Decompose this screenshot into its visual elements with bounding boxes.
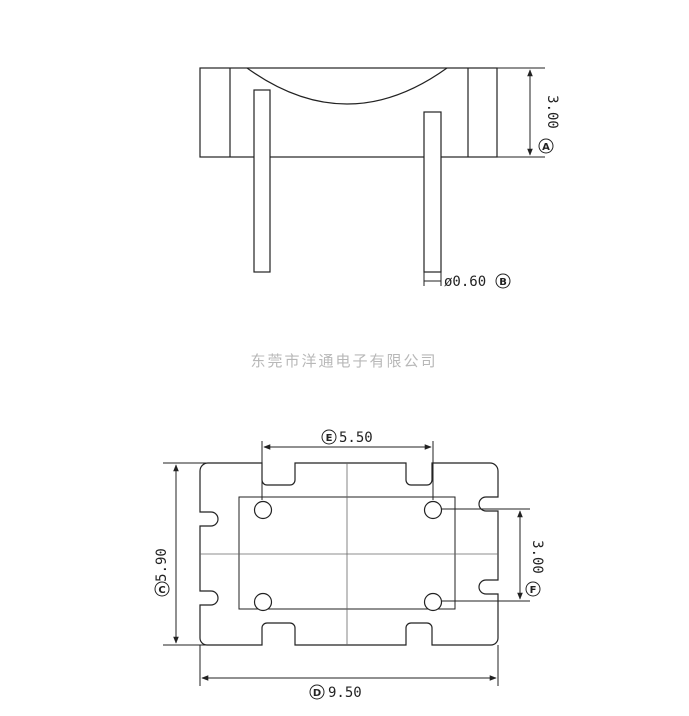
pin-hole-top-right bbox=[423, 500, 443, 520]
top-height-label: 5.90 bbox=[154, 548, 170, 582]
side-height-dimension bbox=[497, 67, 545, 158]
circle-letter-d: D bbox=[309, 684, 325, 700]
side-left-pin bbox=[253, 89, 271, 273]
pin-spacing-y-label: 3.00 bbox=[529, 540, 545, 574]
pin-diameter-dimension bbox=[423, 272, 442, 286]
side-right-pin bbox=[423, 111, 442, 273]
top-center-lines bbox=[200, 463, 498, 645]
circle-letter-c: C bbox=[154, 581, 170, 597]
side-view bbox=[199, 67, 498, 273]
pin-hole-bottom-left bbox=[253, 592, 273, 612]
svg-text:E: E bbox=[326, 433, 333, 444]
top-body-outline bbox=[199, 462, 499, 646]
circle-letter-b: B bbox=[495, 273, 511, 289]
circle-letter-e: E bbox=[321, 429, 337, 445]
pin-diameter-value: ø0.60 bbox=[444, 274, 486, 290]
svg-text:F: F bbox=[530, 585, 537, 596]
pin-spacing-y-value: 3.00 bbox=[529, 540, 545, 574]
svg-text:C: C bbox=[158, 585, 165, 596]
svg-text:D: D bbox=[313, 688, 321, 699]
top-height-dimension bbox=[163, 462, 206, 646]
company-watermark: 东莞市洋通电子有限公司 bbox=[250, 352, 437, 370]
svg-text:B: B bbox=[499, 277, 507, 288]
pin-hole-top-left bbox=[253, 500, 273, 520]
pin-hole-bottom-right bbox=[423, 592, 443, 612]
top-height-value: 5.90 bbox=[154, 548, 170, 582]
side-height-label: 3.00 bbox=[544, 95, 560, 129]
top-width-dimension bbox=[199, 645, 499, 686]
pin-spacing-x-value: 5.50 bbox=[339, 430, 373, 446]
side-body-outline bbox=[199, 67, 498, 158]
top-width-value: 9.50 bbox=[328, 685, 362, 701]
circle-letter-f: F bbox=[525, 581, 541, 597]
svg-text:A: A bbox=[542, 142, 550, 153]
circle-letter-a: A bbox=[538, 138, 554, 154]
pin-spacing-x-dimension bbox=[261, 441, 434, 500]
pin-spacing-y-dimension bbox=[442, 508, 530, 602]
side-curved-core bbox=[246, 67, 448, 105]
top-pin-holes bbox=[253, 500, 443, 612]
side-height-value: 3.00 bbox=[544, 95, 560, 129]
